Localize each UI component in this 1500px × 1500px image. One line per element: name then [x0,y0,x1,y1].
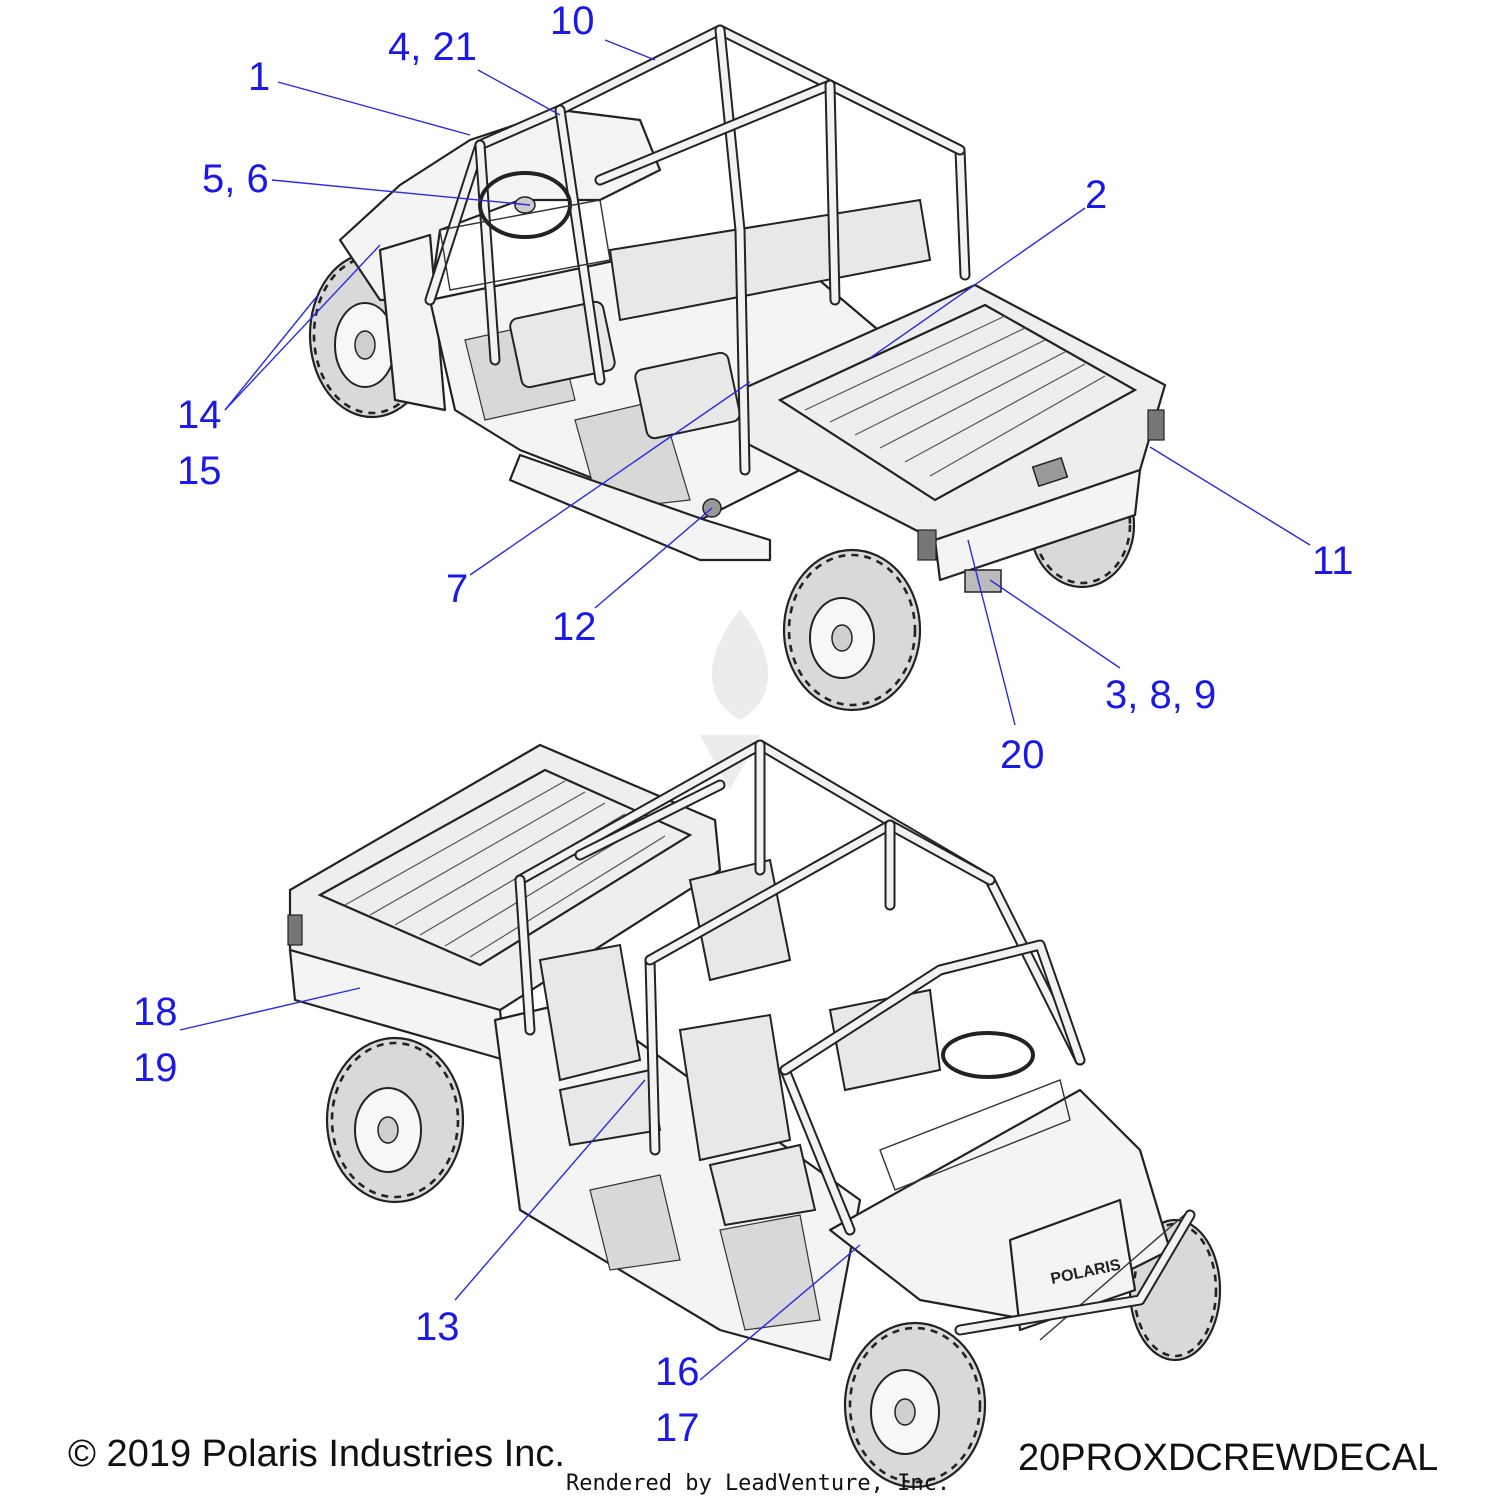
callout-1: 1 [248,55,270,99]
callout-11: 11 [1312,539,1354,583]
cargo-bed-top [738,283,1167,582]
leader-lines [179,39,1311,1381]
callout-19: 19 [133,1046,178,1090]
callout-5-6: 5, 6 [202,157,269,201]
callout-16: 16 [655,1350,700,1394]
callout-17: 17 [655,1406,700,1450]
callout-13: 13 [415,1305,460,1349]
callout-20: 20 [1000,733,1045,777]
vehicle-front-view: POLARIS [287,739,1222,1489]
rendered-by-text: Rendered by LeadVenture, Inc. [566,1471,950,1496]
callout-3-8-9: 3, 8, 9 [1105,673,1216,717]
callout-10: 10 [550,0,595,43]
callout-12: 12 [552,605,597,649]
callout-14: 14 [177,393,222,437]
callout-4-21: 4, 21 [388,25,477,69]
copyright-text: © 2019 Polaris Industries Inc. [68,1433,565,1475]
callout-2: 2 [1085,173,1107,217]
callout-15: 15 [177,449,222,493]
callout-labels: 1 4, 21 10 5, 6 2 14 15 7 12 11 3, 8, 9 … [133,0,1354,1450]
front-left-wheel-bottom [843,1321,987,1489]
footer: © 2019 Polaris Industries Inc. Rendered … [68,1433,1438,1496]
callout-18: 18 [133,990,178,1034]
callout-7: 7 [446,567,468,611]
rear-right-wheel [782,548,922,712]
vehicle-rear-view [308,24,1167,712]
rear-left-wheel-bottom [325,1036,465,1204]
diagram-code: 20PROXDCREWDECAL [1018,1437,1438,1479]
